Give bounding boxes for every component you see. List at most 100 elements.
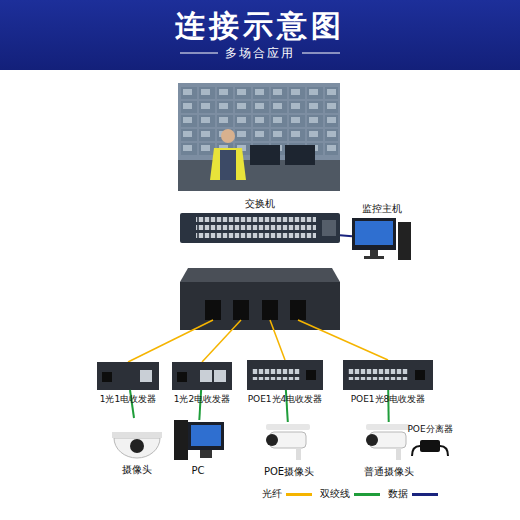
converters xyxy=(97,360,433,390)
host-stand xyxy=(364,256,384,259)
legend-text: 数据 xyxy=(388,487,408,501)
sc-port xyxy=(306,370,316,380)
header-band xyxy=(0,0,520,70)
legend-item: 光纤 xyxy=(262,487,312,501)
sc-port xyxy=(102,372,112,382)
pc-tower xyxy=(174,420,188,460)
dome-camera xyxy=(112,432,162,458)
fiber-switch-top xyxy=(180,268,340,282)
legend-text: 光纤 xyxy=(262,487,282,501)
bullet-lens xyxy=(266,434,278,446)
pc xyxy=(174,420,224,460)
rj45-port xyxy=(200,370,212,382)
header-rule xyxy=(180,53,218,54)
device-label: 1光1电收发器 xyxy=(100,393,156,406)
converter-body xyxy=(247,360,323,390)
rj45-ports xyxy=(252,368,300,380)
legend-swatch xyxy=(412,493,438,496)
device-node: 普通摄像头 xyxy=(365,422,413,462)
device-node: POE摄像头 xyxy=(265,422,313,462)
legend-item: 数据 xyxy=(388,487,438,501)
desk-monitor xyxy=(250,145,280,165)
diagram-title: 连接示意图 xyxy=(0,6,520,47)
bullet-hood xyxy=(366,424,410,430)
header-rule xyxy=(302,53,340,54)
pc-stand xyxy=(200,450,212,458)
fiber-line xyxy=(128,320,213,362)
switch-ports xyxy=(196,217,316,239)
device-node: POE1光4电收发器 xyxy=(247,360,323,390)
device-node: 交换机 xyxy=(180,213,340,243)
operator-shirt xyxy=(220,150,236,180)
host-monitor xyxy=(352,218,396,250)
poe-camera xyxy=(266,424,310,460)
sc-port xyxy=(290,300,306,320)
pc-screen xyxy=(191,425,221,446)
dome-base xyxy=(112,432,162,438)
fiber-switch xyxy=(180,268,340,330)
photo-bg xyxy=(178,83,340,191)
host-tower xyxy=(398,222,411,260)
converter-body xyxy=(97,362,159,390)
switch-uplink xyxy=(322,220,336,236)
rj45-ports xyxy=(348,368,408,380)
cable-connector xyxy=(340,235,352,236)
operator-head xyxy=(221,129,235,143)
device-label: POE1光4电收发器 xyxy=(248,393,323,406)
sc-port xyxy=(262,300,278,320)
rj45-port xyxy=(140,370,152,382)
legend-swatch xyxy=(286,493,312,496)
device-node: PC xyxy=(172,420,224,462)
sc-port xyxy=(415,370,425,380)
device-label: POE分离器 xyxy=(407,423,452,436)
poe-splitter xyxy=(412,440,448,456)
host-screen xyxy=(355,221,393,245)
device-label: 交换机 xyxy=(245,197,275,211)
device-label: 监控主机 xyxy=(362,202,402,216)
device-node: POE分离器 xyxy=(410,438,450,458)
legend-text: 双绞线 xyxy=(320,487,350,501)
device-label: PC xyxy=(191,465,204,476)
splitter-body xyxy=(420,440,440,452)
device-label: POE1光8电收发器 xyxy=(351,393,426,406)
subtitle: 多场合应用 xyxy=(0,45,520,62)
fiber-line xyxy=(298,320,388,360)
sc-port xyxy=(233,300,249,320)
device-node: POE1光8电收发器 xyxy=(343,360,433,390)
device-node: 1光2电收发器 xyxy=(172,362,232,390)
control-room-photo xyxy=(178,83,340,191)
converter-body xyxy=(343,360,433,390)
dome-shell xyxy=(114,438,160,458)
splitter-cable xyxy=(412,446,420,456)
converter-body xyxy=(172,362,232,390)
rj45-port xyxy=(214,370,226,382)
switch-body xyxy=(180,213,340,243)
sc-port xyxy=(177,372,187,382)
host-stand xyxy=(370,250,378,256)
fiber-lines xyxy=(128,320,388,362)
fiber-line xyxy=(270,320,285,360)
device-label: POE摄像头 xyxy=(264,465,314,479)
legend-swatch xyxy=(354,493,380,496)
device-label: 摄像头 xyxy=(122,463,152,477)
fiber-switch-front xyxy=(180,282,340,330)
sc-port xyxy=(205,300,221,320)
operator-vest xyxy=(210,148,246,180)
desk-monitor xyxy=(285,145,315,165)
host-computer xyxy=(352,218,411,260)
fiber-line xyxy=(202,320,241,362)
splitter-cable xyxy=(440,446,448,456)
device-node: 摄像头 xyxy=(112,418,162,460)
bullet-mount xyxy=(396,448,401,460)
device-node: 1光1电收发器 xyxy=(97,362,159,390)
device-label: 1光2电收发器 xyxy=(174,393,230,406)
pc-monitor xyxy=(188,422,224,450)
header: 连接示意图多场合应用 xyxy=(0,0,520,70)
bullet-hood xyxy=(266,424,310,430)
device-label: 普通摄像头 xyxy=(364,465,414,479)
legend-item: 双绞线 xyxy=(320,487,380,501)
legend: 光纤 双绞线 数据 xyxy=(262,487,446,501)
device-node: 监控主机 xyxy=(352,218,412,260)
